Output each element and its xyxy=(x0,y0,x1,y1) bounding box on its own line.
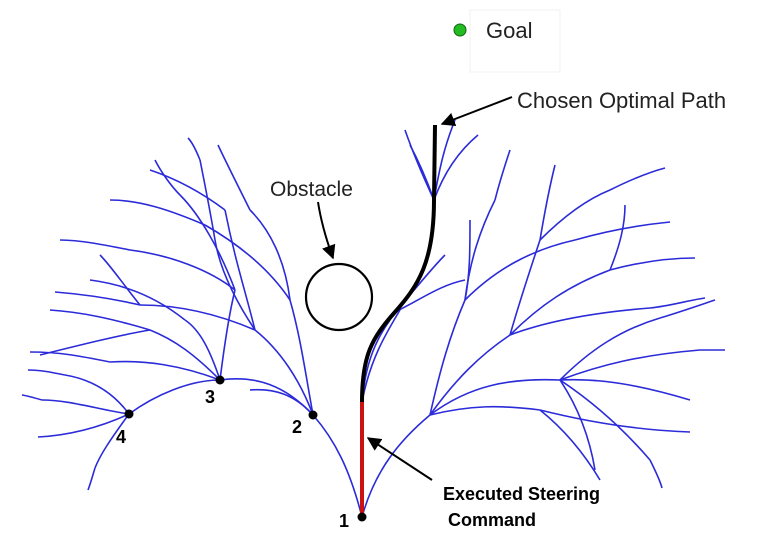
executed-command-label-line2: Command xyxy=(448,510,536,530)
obstacle-circle xyxy=(304,262,374,332)
node-2-dot xyxy=(308,410,318,420)
tree-branch xyxy=(464,239,576,301)
node-4-label: 4 xyxy=(116,427,126,447)
tree-branch xyxy=(59,239,131,251)
tree-branch xyxy=(464,219,471,301)
tree-branch xyxy=(224,209,256,331)
tree-branch xyxy=(27,369,66,376)
tree-branch xyxy=(109,199,206,226)
tree-branch xyxy=(429,299,466,416)
tree-branch xyxy=(64,374,130,415)
tree-branch xyxy=(361,309,401,403)
tree-branch xyxy=(89,279,186,321)
tree-branch xyxy=(559,349,701,381)
tree-branch xyxy=(149,169,226,211)
tree-branch xyxy=(94,413,130,469)
tree-branch xyxy=(37,413,130,438)
tree-branch xyxy=(312,414,363,518)
tree-branch xyxy=(249,388,314,416)
tree-branch xyxy=(128,379,221,415)
tree-branch xyxy=(574,221,671,241)
tree-branch xyxy=(539,189,611,241)
tree-branch xyxy=(129,249,236,291)
goal-marker-icon xyxy=(453,23,467,37)
tree-branch xyxy=(429,405,541,416)
tree-branch xyxy=(54,291,141,306)
trajectory-tree xyxy=(21,119,725,518)
tree-branch xyxy=(539,164,556,241)
tree-branch xyxy=(494,149,511,201)
tree-branch xyxy=(254,329,314,416)
obstacle-arrow xyxy=(317,201,336,260)
node-2-label: 2 xyxy=(292,417,302,437)
chosen-optimal-path xyxy=(360,124,437,403)
tree-branch xyxy=(39,329,151,356)
tree-branch xyxy=(429,334,511,416)
tree-branch xyxy=(204,224,291,301)
executed-command-arrow xyxy=(366,437,433,481)
tree-branch xyxy=(649,297,706,309)
node-4-dot xyxy=(124,409,134,419)
tree-branch xyxy=(559,379,596,471)
tree-branch xyxy=(649,459,663,489)
tree-branch xyxy=(559,317,661,381)
tree-branch xyxy=(21,394,43,401)
tree-branch xyxy=(217,144,251,211)
tree-branch xyxy=(509,239,541,336)
tree-branch xyxy=(87,467,96,491)
tree-branch xyxy=(559,379,651,461)
tree-branch xyxy=(539,409,601,481)
tree-branch xyxy=(609,257,696,271)
tree-branch xyxy=(41,399,130,415)
tree-branch xyxy=(49,309,151,331)
tree-branch xyxy=(559,378,691,401)
tree-branch xyxy=(179,194,236,291)
tree-branch xyxy=(139,304,256,331)
tree-branch xyxy=(429,378,561,416)
tree-branch xyxy=(433,119,456,201)
tree-branch xyxy=(219,289,236,381)
tree-branch xyxy=(149,329,221,381)
tree-branch xyxy=(99,254,141,306)
goal-label: Goal xyxy=(486,18,532,43)
tree-branch xyxy=(433,134,479,201)
tree-branch xyxy=(289,299,314,416)
tree-branch xyxy=(409,144,435,201)
executed-command-label-line1: Executed Steering xyxy=(443,484,600,504)
node-3-label: 3 xyxy=(205,387,215,407)
tree-branch xyxy=(184,319,221,381)
node-1-label: 1 xyxy=(339,511,349,531)
tree-branch xyxy=(109,360,221,381)
tree-branch xyxy=(361,414,431,518)
tree-branch xyxy=(199,159,216,241)
tree-branch xyxy=(29,351,111,363)
tree-branch xyxy=(509,269,611,336)
chosen-path-arrow xyxy=(440,96,513,126)
tree-branch xyxy=(539,409,691,433)
chosen-path-label: Chosen Optimal Path xyxy=(517,88,726,113)
tree-branch xyxy=(187,137,201,161)
tree-branch xyxy=(394,279,466,313)
tree-branch xyxy=(154,159,181,196)
tree-branch xyxy=(659,299,716,319)
legend-box xyxy=(469,9,561,73)
node-3-dot xyxy=(215,375,225,385)
tree-branch xyxy=(609,167,666,191)
tree-branch xyxy=(609,204,626,271)
node-1-dot xyxy=(357,512,367,522)
tree-branch xyxy=(249,209,291,301)
obstacle-label: Obstacle xyxy=(270,178,353,201)
tree-branch xyxy=(509,307,651,336)
